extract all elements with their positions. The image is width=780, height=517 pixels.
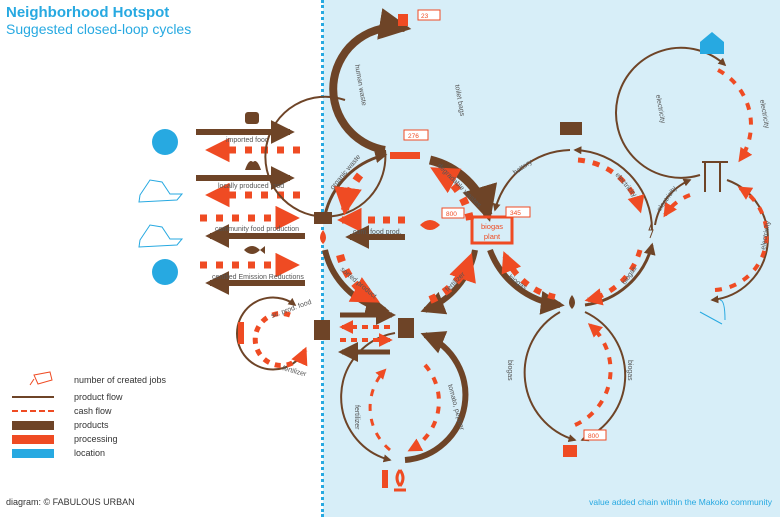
- loop-small-farm: sc. prod. food fertilizer: [236, 296, 313, 378]
- loop-label: biogas: [626, 360, 633, 381]
- loop-label: com. food prod.: [353, 229, 402, 236]
- loop-organic: com. food prod. organic waste degradable…: [314, 151, 498, 318]
- toilet-icon: [398, 14, 408, 26]
- cooking-pot-icon: [314, 212, 332, 224]
- sorting-bin-icon: [398, 318, 414, 338]
- product-flow-swatch: [12, 396, 54, 398]
- battery-icon: [560, 122, 582, 135]
- loop-tomato: fertilizer tomato, pepper: [340, 331, 469, 492]
- globe-icon: [152, 129, 178, 155]
- biogas-plant-label: plant: [484, 232, 501, 241]
- job-tag: 276: [403, 129, 429, 141]
- loop-label: electricity: [758, 99, 770, 129]
- loop-label: toilet bags: [453, 84, 466, 117]
- left-flows: imported food locally produced food comm…: [138, 112, 305, 295]
- loop-label: electricity: [654, 94, 666, 124]
- farmer-icon: [382, 470, 388, 488]
- flow-emission-reductions: certified Emission Reductions: [152, 252, 305, 295]
- globe-icon: [152, 259, 178, 285]
- loop-cooking: biogas biogas: [506, 311, 633, 457]
- products-swatch: [12, 420, 54, 430]
- cash-flow-swatch: [12, 410, 54, 412]
- hospital-icon: [700, 32, 724, 54]
- community-boundary: [321, 0, 324, 517]
- loop-label: fertilizer: [281, 365, 307, 378]
- legend-location: location: [74, 448, 106, 458]
- tomato-plant-icon: [394, 469, 406, 492]
- biogas-plant-label: biogas: [481, 222, 503, 231]
- boat-icon: [390, 152, 420, 159]
- job-count: 23: [421, 13, 429, 20]
- legend: number of created jobs product flow cash…: [12, 370, 166, 460]
- sorting-bin-icon: [314, 320, 330, 340]
- job-tag: 23: [417, 9, 441, 21]
- job-count: 345: [510, 210, 521, 217]
- loop-label: fertilizer: [353, 405, 360, 430]
- loop-label: electricity: [613, 172, 637, 199]
- food-can-icon: [245, 112, 259, 124]
- loop-toilet: toilet bags human waste: [264, 8, 466, 218]
- loop-label: biogas: [506, 360, 513, 381]
- fish-hook-icon: [420, 220, 440, 230]
- job-count: 800: [588, 433, 599, 440]
- map-outline-icon: [138, 179, 184, 203]
- flow-label: locally produced food: [218, 183, 284, 190]
- farmer-icon: [238, 322, 244, 344]
- loop-electricity: electricity electricity electricity elec…: [615, 32, 772, 325]
- flow-label: imported food: [226, 137, 269, 144]
- loop-label: human waste: [353, 64, 367, 106]
- power-pole-icon: [702, 161, 728, 192]
- job-count: 800: [446, 211, 457, 218]
- community-note: value added chain within the Makoko comm…: [589, 497, 772, 507]
- loop-label: electricity: [760, 220, 772, 250]
- legend-processing: processing: [74, 434, 118, 444]
- legend-product-flow: product flow: [74, 392, 123, 402]
- flow-community-food: community food production: [138, 205, 305, 254]
- page-title: Neighborhood Hotspot: [6, 4, 170, 21]
- job-tag: 345: [505, 206, 531, 218]
- flow-label: certified Emission Reductions: [212, 274, 304, 281]
- flow-local-food: locally produced food: [138, 161, 300, 208]
- flow-imported-food: imported food: [152, 112, 300, 163]
- legend-products: products: [74, 420, 109, 430]
- job-tag: 800: [441, 207, 465, 219]
- processing-swatch: [12, 434, 54, 444]
- fish-icon: [244, 246, 265, 254]
- grain-icon: [245, 161, 261, 170]
- map-outline-icon: [138, 224, 184, 248]
- job-tag: 800: [583, 429, 607, 441]
- job-count: 276: [408, 133, 419, 140]
- legend-cash-flow: cash flow: [74, 406, 112, 416]
- loop-label: organic waste: [329, 154, 362, 192]
- cooking-pot-icon: [563, 445, 577, 457]
- flame-icon: [569, 295, 575, 309]
- fire-icon: [320, 230, 326, 244]
- loop-label: electricity: [656, 185, 679, 213]
- water-tap-icon: [699, 299, 726, 325]
- biogas-plant: biogas plant: [470, 215, 514, 245]
- location-swatch: [12, 448, 54, 458]
- page-subtitle: Suggested closed-loop cycles: [6, 21, 192, 37]
- loop-label: battery: [512, 158, 534, 176]
- sorting-hub: [314, 305, 414, 362]
- flow-label: community food production: [215, 226, 299, 233]
- lightning-icon: [648, 221, 654, 239]
- price-tag-icon: [12, 371, 54, 389]
- diagram-credit: diagram: © FABULOUS URBAN: [6, 497, 135, 507]
- legend-jobs: number of created jobs: [74, 375, 167, 385]
- community-area: [323, 0, 780, 517]
